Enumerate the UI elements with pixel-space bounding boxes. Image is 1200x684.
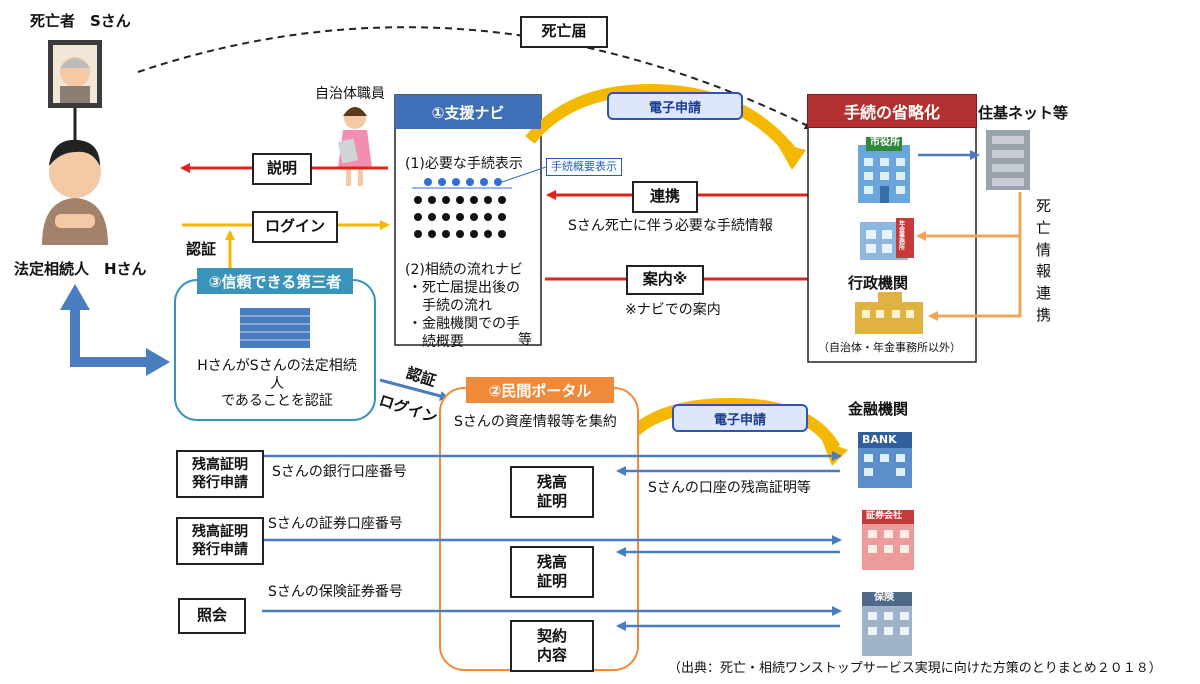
deceased-portrait — [48, 40, 102, 108]
death-info-label: 死 亡 情 報 連 携 — [1036, 197, 1052, 324]
navi-item2: (2)相続の流れナビ — [405, 262, 523, 278]
juki-label: 住基ネット等 — [978, 104, 1069, 122]
navi-sub1: ・死亡届提出後の 手続の流れ — [408, 280, 520, 314]
city-hall-sign: 市役所 — [870, 137, 900, 148]
request1-caption: Sさんの銀行口座番号 — [272, 464, 407, 480]
simplify-caption: （自治体・年金事務所以外） — [818, 341, 961, 354]
bank-sign: BANK — [862, 433, 897, 446]
e-apply-top-arrow — [525, 83, 795, 154]
city-hall-building — [858, 137, 910, 203]
pension-office-building — [860, 218, 914, 260]
request3-caption: Sさんの保険証券番号 — [268, 584, 403, 600]
balance-caption: Sさんの口座の残高証明等 — [648, 480, 811, 496]
request1-box: 残高証明 発行申請 — [176, 450, 264, 498]
portal-auth-arrow — [379, 378, 450, 401]
annai-note: ※ナビでの案内 — [625, 302, 721, 318]
death-info-link — [928, 192, 1022, 321]
renkei-caption: Sさん死亡に伴う必要な手続情報 — [568, 218, 773, 234]
pension-sign: 年金事務所 — [897, 220, 905, 250]
portal-box2: 残高 証明 — [510, 546, 594, 598]
source-caption: （出典：死亡・相続ワンストップサービス実現に向けた方策のとりまとめ２０１８） — [668, 661, 1162, 676]
heir-label: 法定相続人 Hさん — [14, 260, 147, 278]
third-party-text: HさんがSさんの法定相続人 であることを認証 — [197, 358, 357, 409]
e-apply-bottom-pill: 電子申請 — [672, 404, 808, 432]
portal-box3: 契約 内容 — [510, 620, 594, 672]
annai-label: 案内※ — [626, 265, 704, 295]
insurance-building — [862, 592, 912, 656]
simplify-header: 手続の省略化 — [808, 95, 976, 127]
admin-building — [855, 292, 923, 334]
renkei-label: 連携 — [632, 181, 698, 213]
navi-item1: (1)必要な手続表示 — [405, 156, 523, 172]
finance-title: 金融機関 — [848, 400, 909, 418]
portal-box1: 残高 証明 — [510, 466, 594, 518]
heir-figure — [42, 139, 108, 245]
e-apply-top-pill: 電子申請 — [607, 92, 743, 120]
server-icon — [986, 130, 1030, 190]
third-party-building — [240, 308, 310, 348]
staff-label: 自治体職員 — [315, 86, 385, 102]
e-apply-bottom-arrow — [623, 397, 841, 452]
login-label: ログイン — [252, 211, 338, 243]
portal-header: ②民間ポータル — [466, 377, 614, 403]
auth-label: 認証 — [186, 240, 217, 258]
insurance-sign: 保険 — [874, 592, 894, 603]
staff-figure — [337, 107, 372, 186]
request2-box: 残高証明 発行申請 — [176, 517, 264, 565]
third-party-header: ③信頼できる第三者 — [197, 268, 353, 294]
securities-building — [862, 510, 914, 570]
navi-tooltip: 手続概要表示 — [546, 158, 622, 176]
portal-text: Sさんの資産情報等を集約 — [454, 414, 617, 430]
death-notice-path — [137, 26, 814, 129]
securities-sign: 証券会社 — [866, 511, 903, 521]
deceased-label: 死亡者 Sさん — [30, 12, 131, 30]
navi-sub2: ・金融機関での手 続概要 — [408, 316, 520, 350]
death-notice-box: 死亡届 — [520, 16, 608, 48]
navi-etc: 等 — [518, 332, 532, 348]
heir-to-third-party-arrow — [70, 305, 150, 367]
navi-header: ①支援ナビ — [395, 95, 541, 129]
navi-dots — [412, 166, 547, 238]
gyosei-label: 行政機関 — [848, 274, 909, 292]
bank-building — [858, 432, 912, 488]
explain-label: 説明 — [252, 153, 312, 185]
request2-caption: Sさんの証券口座番号 — [268, 516, 403, 532]
request3-box: 照会 — [178, 598, 246, 634]
